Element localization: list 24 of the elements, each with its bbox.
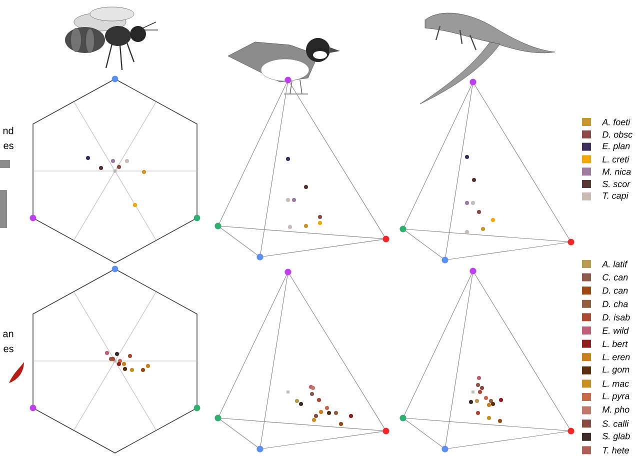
legend-label: L. mac [602, 380, 629, 387]
legend-label: D. isab [602, 314, 630, 320]
legend-label: L. gom [602, 366, 630, 374]
legend-label: S. scor [602, 180, 630, 188]
side-label: an es [3, 332, 14, 352]
legend-label: E. plan [602, 142, 630, 151]
legend-label: L. bert [602, 340, 628, 348]
legend-label: E. wild [602, 327, 629, 334]
legend-label: T. hete [603, 446, 629, 454]
side-label: nd es [3, 126, 14, 150]
legend-label: M. pho [602, 406, 630, 414]
legend-label: S. calli [602, 420, 629, 427]
legend-label: M. nica [602, 168, 631, 175]
legend-label: C. can [602, 274, 628, 280]
legend-label: A. foeti [602, 118, 630, 126]
legend-label: D. obsc [602, 131, 632, 138]
legend-label: L. eren [602, 354, 630, 360]
legend-label: D. can [602, 287, 628, 294]
legend-label: D. cha [602, 300, 628, 308]
legend-label: S. glab [602, 432, 630, 442]
legend-label: L. pyra [602, 392, 630, 401]
legend-label: A. latif [602, 260, 628, 268]
legend-label: T. capi [603, 192, 628, 201]
legend-label: L. creti [602, 156, 630, 162]
